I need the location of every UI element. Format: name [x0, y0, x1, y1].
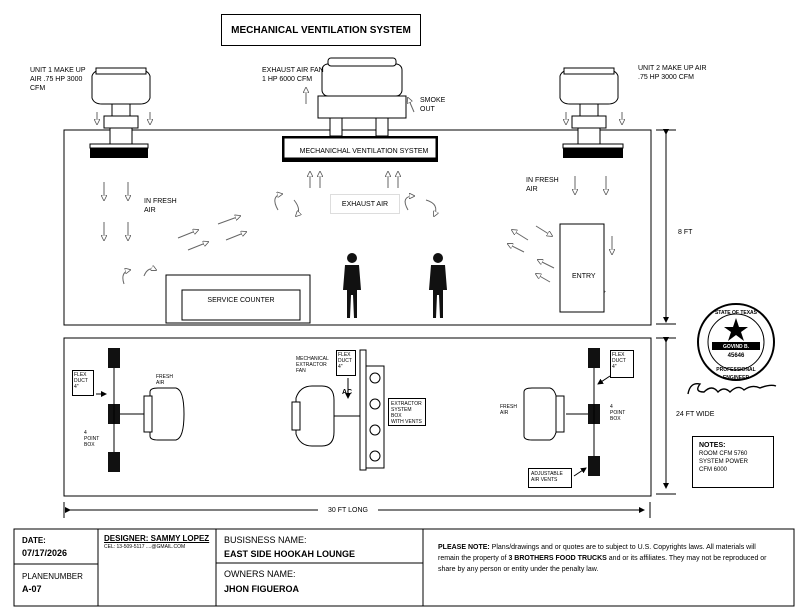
owner-label: OWNERS NAME: — [224, 569, 296, 579]
owner-value: JHON FIGUEROA — [224, 584, 300, 594]
exhaust-air-label: EXHAUST AIR — [330, 194, 400, 214]
four-point-box-right-label: 4 POINT BOX — [610, 404, 626, 422]
plan-right-unit — [523, 348, 611, 477]
notes-box: NOTES: ROOM CFM 5760 SYSTEM POWER CFM 60… — [692, 436, 774, 488]
fresh-air-label-left: IN FRESH AIR — [144, 198, 177, 214]
mvs-bar-label: MECHANICHAL VENTILATION SYSTEM — [299, 148, 429, 155]
plan-number-value: A-07 — [22, 584, 42, 594]
note-company: 3 BROTHERS FOOD TRUCKS — [508, 555, 607, 562]
seal-number-text: 45646 — [727, 353, 745, 359]
plan-center-extractor — [291, 349, 385, 471]
extractor-system-box-label: EXTRACTOR SYSTEM BOX WITH VENTS — [388, 398, 426, 426]
date-label: DATE: — [22, 536, 46, 545]
signature-stroke — [687, 383, 777, 395]
height-label: 8 FT — [678, 229, 693, 236]
person-figures — [343, 253, 447, 318]
air-flow-arrows — [177, 216, 555, 283]
smoke-out-label: SMOKE OUT — [420, 97, 446, 113]
ac-label: AC — [342, 389, 353, 396]
exhaust-fan-label: EXHAUST AIR FAN 1 HP 6000 CFM — [262, 67, 324, 83]
adjustable-vents-label: ADJUSTABLE AIR VENTS — [528, 468, 572, 488]
note-label: PLEASE NOTE: — [438, 544, 490, 551]
diagram-title: MECHANICAL VENTILATION SYSTEM — [221, 14, 421, 46]
flex-duct-right-label: FLEX DUCT 4" — [610, 350, 634, 378]
business-value: EAST SIDE HOOKAH LOUNGE — [224, 549, 356, 559]
seal-bottom-text: PROFESSIONAL ENGINEER — [716, 367, 756, 381]
entry-label: ENTRY — [572, 273, 596, 280]
note-body: Plans/drawings and or quotes are to subj… — [438, 544, 756, 562]
notes-heading: NOTES: — [699, 442, 726, 449]
plan-number-label: PLANENUMBER — [22, 572, 83, 581]
entry-door — [559, 223, 605, 313]
exhaust-fan-unit — [282, 57, 438, 162]
note-tail: and or its affiliates. They may not be r… — [438, 555, 767, 573]
flex-duct-center-label: FLEX DUCT 4" — [336, 350, 356, 376]
seal-name-text: GOVIND B. NADKARNI — [722, 344, 750, 358]
seal-top-text: STATE OF TEXAS — [714, 310, 758, 316]
unit2-label: UNIT 2 MAKE UP AIR .75 HP 3000 CFM — [638, 65, 707, 81]
width-dimension — [656, 337, 676, 495]
designer-contact: CEL: 13-509-5117 ....@GMAIL.COM — [104, 544, 186, 550]
unit1-label: UNIT 1 MAKE UP AIR .75 HP 3000 CFM — [30, 67, 86, 92]
engineer-seal — [697, 303, 775, 381]
unit1-makeup-air-unit — [89, 67, 151, 158]
elevation-room-outline — [63, 129, 652, 326]
date-value: 07/17/2026 — [22, 548, 68, 558]
title-block-outline — [13, 528, 795, 607]
mech-extractor-fan-label: MECHANICAL EXTRACTOR FAN — [296, 356, 329, 374]
notes-body: ROOM CFM 5760 SYSTEM POWER CFM 6000 — [699, 451, 749, 473]
four-point-box-left-label: 4 POINT BOX — [84, 430, 100, 448]
copyright-note: PLEASE NOTE: Plans/drawings and or quote… — [438, 542, 778, 575]
fresh-air-right-label: FRESH AIR — [500, 404, 517, 416]
flex-duct-left-label: FLEX DUCT 4" — [72, 370, 94, 396]
length-label: 30 FT LONG — [318, 506, 378, 515]
plan-left-unit — [96, 348, 185, 472]
unit2-makeup-air-unit — [559, 67, 624, 158]
height-dimension — [656, 129, 676, 325]
exhaust-arrows — [306, 88, 415, 188]
fresh-air-left-label: FRESH AIR — [156, 374, 173, 386]
business-label: BUSISNESS NAME: — [224, 535, 307, 545]
designer-label: DESIGNER: SAMMY LOPEZ — [104, 534, 210, 543]
width-label: 24 FT WIDE — [676, 411, 715, 418]
fresh-air-label-right: IN FRESH AIR — [526, 177, 559, 193]
service-counter-label: SERVICE COUNTER — [207, 297, 275, 304]
service-counter-inner — [181, 289, 301, 321]
